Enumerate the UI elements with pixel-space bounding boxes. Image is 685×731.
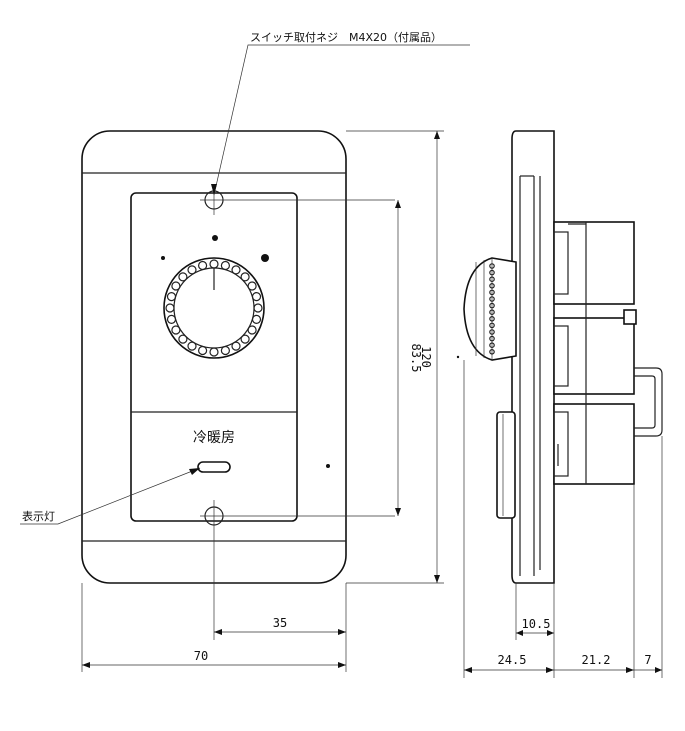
lamp-note: 表示灯 [22,509,55,523]
dim-knob-depth: 24.5 [498,653,527,667]
dim-plate-thickness: 10.5 [522,617,551,631]
side-knob [463,257,517,361]
dim-screw-pitch: 83.5 [409,344,423,373]
knurl-bump [198,260,208,271]
knurl-bump [166,292,177,302]
knurl-bump [220,260,230,271]
knurl-bump [166,314,177,324]
knob-ridge [489,322,495,329]
knob-ridge [489,315,495,322]
knurl-bump [171,325,181,335]
plate-label: 冷暖房 [193,430,235,446]
side-plate [511,130,555,584]
knob-ridge [489,309,495,316]
screw-leader [213,44,470,196]
knurl-bump [178,334,188,344]
dim-center-offset: 35 [273,616,287,630]
lamp-leader [20,467,201,525]
side-knob-ridges [489,263,495,355]
dial-knurling [165,259,263,357]
screw-note: スイッチ取付ネジ M4X20（付属品） [250,31,442,44]
dim-overall-width: 70 [194,649,208,663]
knurl-bump [209,347,219,357]
dim-overall-height: 120 [419,346,433,368]
knurl-bump [240,272,250,282]
knurl-bump [247,281,257,291]
large-dot [261,254,269,262]
knob-ridge [489,282,495,289]
knurl-bump [240,334,250,344]
knob-ridge [489,269,495,276]
side-dimensions: 10.5 24.5 21.2 7 [463,360,663,678]
knob-ridge [489,302,495,309]
indicator-lamp [197,461,231,473]
knurl-bump [251,314,262,324]
knurl-bump [198,345,208,356]
knurl-bump [178,272,188,282]
dim-body-depth: 21.2 [582,653,611,667]
knurl-bump [253,303,263,313]
knurl-bump [165,303,175,313]
center-dot [212,235,218,241]
bottom-screw-hole [200,500,395,640]
knurl-bump [251,292,262,302]
side-lamp-housing [496,411,516,519]
knurl-bump [247,325,257,335]
knob-ridge [489,289,495,296]
knob-ridge [489,348,495,355]
small-dot [161,256,165,260]
knob-ridge [489,335,495,342]
knurl-bump [231,265,241,275]
knob-ridge [489,296,495,302]
knob-ridge [489,276,495,283]
side-view [456,130,663,584]
knurl-bump [231,341,241,351]
front-view: 冷暖房 スイッチ取付ネジ M4X20（付属品） 表示灯 [20,31,470,640]
knob-ridge [489,263,495,269]
knurl-bump [187,265,197,275]
knurl-bump [220,345,230,356]
dim-bracket-depth: 7 [644,653,651,667]
dial-knob [163,257,265,359]
knob-ridge [489,329,495,335]
knob-ridge [489,342,495,349]
front-dimensions: 83.5 120 35 70 [81,130,444,672]
knurl-bump [171,281,181,291]
side-body [553,221,663,485]
knurl-bump [187,341,197,351]
